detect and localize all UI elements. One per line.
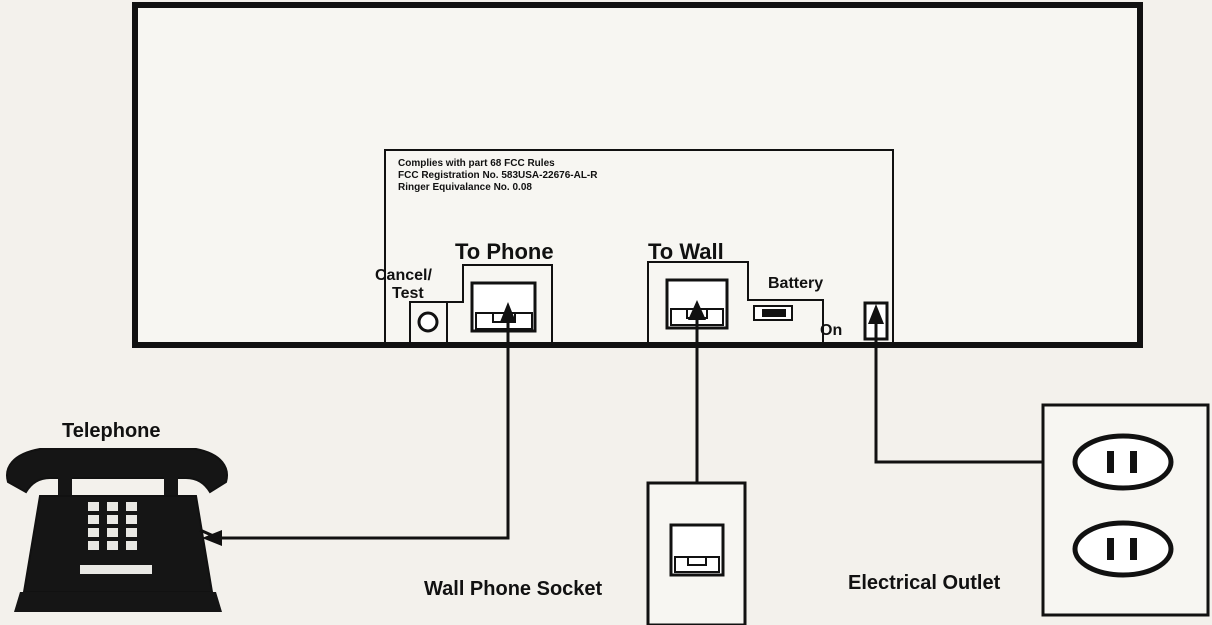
fcc-line-2: FCC Registration No. 583USA-22676-AL-R bbox=[398, 170, 598, 181]
to-phone-jack bbox=[470, 281, 537, 333]
to-phone-housing bbox=[446, 264, 553, 345]
outlet-socket-top bbox=[1072, 433, 1174, 491]
cable-to-phone bbox=[218, 318, 510, 540]
outlet-socket-bottom bbox=[1072, 520, 1174, 578]
cable-to-power bbox=[874, 322, 1058, 464]
cancel-test-label-line1: Cancel/ bbox=[375, 267, 432, 284]
telephone-label: Telephone bbox=[62, 420, 161, 442]
to-wall-label: To Wall bbox=[648, 239, 724, 264]
battery-on-label: On bbox=[820, 322, 843, 339]
battery-label: Battery bbox=[768, 275, 824, 292]
to-wall-housing bbox=[647, 261, 824, 345]
telephone-illustration bbox=[6, 448, 228, 612]
cancel-test-label-line2: Test bbox=[392, 285, 424, 302]
to-phone-label: To Phone bbox=[455, 239, 554, 264]
electrical-outlet-label: Electrical Outlet bbox=[848, 572, 1001, 594]
cancel-test-button bbox=[417, 311, 439, 333]
rear-panel-outline bbox=[384, 149, 894, 345]
fcc-line-3: Ringer Equivalance No. 0.08 bbox=[398, 182, 532, 193]
device-body bbox=[132, 2, 1143, 348]
wall-socket-label: Wall Phone Socket bbox=[424, 578, 603, 600]
fcc-line-1: Complies with part 68 FCC Rules bbox=[398, 158, 555, 169]
fcc-compliance-label: Complies with part 68 FCC Rules FCC Regi… bbox=[398, 158, 597, 194]
